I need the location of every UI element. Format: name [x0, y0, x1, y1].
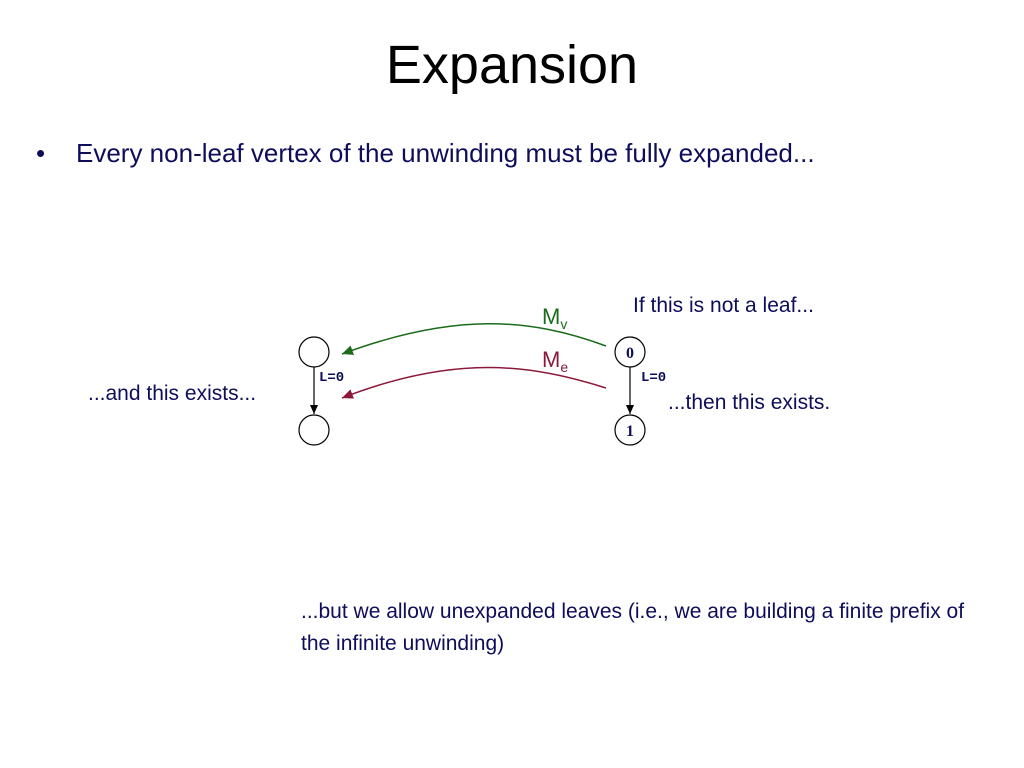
right-edge-label: L=0 [641, 370, 666, 386]
annotation-and-exists: ...and this exists... [88, 382, 257, 405]
slide-title: Expansion [385, 35, 639, 95]
edge-map-base: M [542, 347, 561, 372]
left-bottom-node [298, 414, 330, 446]
edge-map-sub: e [560, 359, 569, 375]
annotation-if-not-leaf: If this is not a leaf... [633, 294, 814, 317]
bullet-item: • Every non-leaf vertex of the unwinding … [36, 136, 815, 170]
vertex-map-label: Mv [542, 304, 567, 337]
right-top-node-label: 0 [626, 345, 634, 362]
vertex-map-sub: v [560, 316, 568, 332]
annotation-then-exists: ...then this exists. [668, 391, 831, 414]
left-top-node [298, 336, 330, 368]
edge-map-label: Me [542, 347, 568, 380]
vertex-map-arrow [341, 323, 607, 355]
edge-map-arrow [341, 366, 607, 399]
vertex-map-base: M [542, 304, 561, 329]
bullet-text: Every non-leaf vertex of the unwinding m… [76, 138, 815, 168]
right-bottom-node [614, 414, 646, 446]
right-bottom-node-label: 1 [626, 423, 634, 440]
bullet-marker: • [36, 138, 46, 168]
annotation-note: ...but we allow unexpanded leaves (i.e.,… [301, 600, 965, 655]
left-edge-label: L=0 [319, 370, 344, 386]
